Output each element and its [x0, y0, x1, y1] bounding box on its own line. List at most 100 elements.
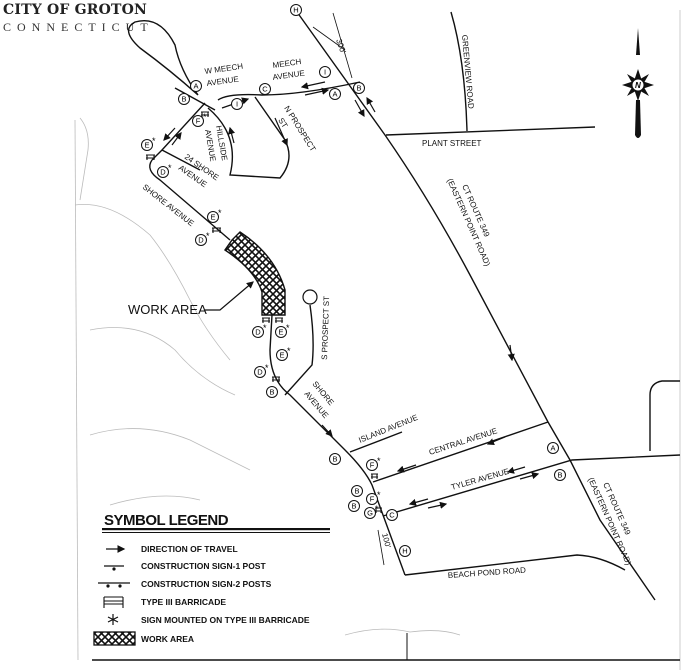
asterisk-icon: * [152, 136, 156, 146]
sign-marker-e: E* [275, 323, 290, 338]
sign-marker-letter: C [389, 511, 395, 520]
sign-marker-a: A [190, 80, 202, 92]
sign-marker-d: D* [157, 163, 172, 178]
sign-marker-letter: A [332, 90, 337, 99]
sign-marker-b: B [554, 469, 566, 481]
label-n-prospect-2: ST [276, 116, 289, 130]
shore-avenue-south [269, 314, 406, 576]
asterisk-icon: * [286, 323, 290, 333]
sign-marker-letter: B [354, 487, 359, 496]
asterisk-icon: * [206, 231, 210, 241]
sign-marker-letter: E [144, 141, 149, 150]
asterisk-icon: * [168, 163, 172, 173]
asterisk-icon: * [377, 456, 381, 466]
label-island-avenue: ISLAND AVENUE [357, 413, 419, 445]
state-subtitle: CONNECTICUT [3, 20, 154, 34]
asterisk-icon [107, 614, 119, 625]
dimension-bottom: 100' [380, 532, 393, 549]
legend-label: WORK AREA [141, 634, 194, 644]
sign-marker-letter: H [402, 547, 407, 556]
sign-marker-h: H [399, 545, 411, 557]
work-area-icon [93, 631, 136, 646]
sign-marker-f: F* [366, 490, 381, 505]
sign-marker-letter: E [278, 328, 283, 337]
legend-title: SYMBOL LEGEND [104, 512, 229, 529]
tyler-avenue [382, 454, 681, 517]
north-arrow-compass: N [622, 28, 654, 138]
sign-marker-i: I [231, 98, 243, 110]
sign-marker-letter: F [196, 117, 201, 126]
sign-marker-b: B [178, 93, 190, 105]
central-avenue [372, 421, 549, 483]
24-shore-avenue [161, 149, 201, 171]
sign-marker-letter: B [356, 84, 361, 93]
sign-marker-d: D* [254, 363, 269, 378]
symbol-legend: SYMBOL LEGEND DIRECTION OF TRAVEL CONSTR… [93, 512, 330, 646]
sign-marker-e: E* [276, 346, 291, 361]
sign-marker-a: A [329, 88, 341, 100]
route-349 [296, 11, 656, 601]
legend-label: CONSTRUCTION SIGN-1 POST [141, 561, 266, 571]
side-street-east [649, 380, 680, 451]
sign-marker-letter: C [262, 85, 268, 94]
sign-marker-letter: I [324, 68, 326, 77]
w-meech-loop [127, 20, 199, 96]
asterisk-icon: * [375, 504, 379, 514]
greenview-road [450, 11, 468, 132]
sign-marker-h: H [290, 4, 302, 16]
label-tyler-avenue: TYLER AVENUE [450, 467, 510, 492]
sign-marker-letter: B [181, 95, 186, 104]
beach-pond-road [404, 554, 626, 576]
sign-1-post-icon [104, 565, 124, 571]
dimension-line-bottom [377, 529, 385, 566]
sign-marker-letter: F [370, 495, 375, 504]
sign-marker-letter: G [367, 509, 373, 518]
sign-marker-letter: B [351, 502, 356, 511]
shoreline [74, 117, 461, 661]
sign-marker-letter: B [269, 388, 274, 397]
sign-marker-d: D* [252, 323, 267, 338]
asterisk-icon: * [377, 490, 381, 500]
street-labels: W MEECH AVENUE MEECH AVENUE N PROSPECT S… [141, 34, 633, 580]
label-central-avenue: CENTRAL AVENUE [428, 426, 498, 457]
label-s-prospect-st: S PROSPECT ST [320, 296, 331, 360]
sign-marker-letter: B [332, 455, 337, 464]
asterisk-icon: * [203, 112, 207, 122]
asterisk-icon: * [263, 323, 267, 333]
sign-marker-letter: D [160, 168, 166, 177]
label-w-meech-2: AVENUE [206, 75, 239, 88]
sign-marker-a: A [547, 442, 559, 454]
island-avenue [349, 431, 403, 453]
label-hillside-2: AVENUE [203, 129, 217, 162]
meech-avenue [217, 81, 361, 101]
sign-marker-e: E* [141, 136, 156, 151]
sign-marker-letter: A [193, 82, 198, 91]
sign-marker-b: B [329, 453, 341, 465]
cul-de-sac [302, 289, 318, 305]
sign-marker-i: I [319, 66, 331, 78]
sign-marker-e: E* [207, 208, 222, 223]
sign-marker-b: B [266, 386, 278, 398]
sign-marker-letter: D [198, 236, 204, 245]
sign-marker-letter: H [293, 6, 298, 15]
sign-marker-letter: F [370, 461, 375, 470]
barricades [146, 111, 382, 513]
s-prospect-st [284, 304, 314, 396]
sign-marker-letter: I [236, 100, 238, 109]
barricade-icon [103, 596, 124, 608]
compass-north-letter: N [635, 81, 641, 90]
label-meech-1: MEECH [272, 57, 302, 70]
sign-marker-letter: D [257, 368, 263, 377]
sign-marker-b: B [348, 500, 360, 512]
roads [127, 11, 681, 601]
sign-marker-b: B [351, 485, 363, 497]
asterisk-icon: * [218, 208, 222, 218]
sign-2-posts-icon [98, 582, 130, 588]
dimension-top: 300' [334, 38, 348, 56]
work-area-leader [205, 281, 254, 311]
sign-marker-d: D* [195, 231, 210, 246]
label-shore-avenue: SHORE AVENUE [141, 182, 196, 228]
sign-marker-f: F* [366, 456, 381, 471]
